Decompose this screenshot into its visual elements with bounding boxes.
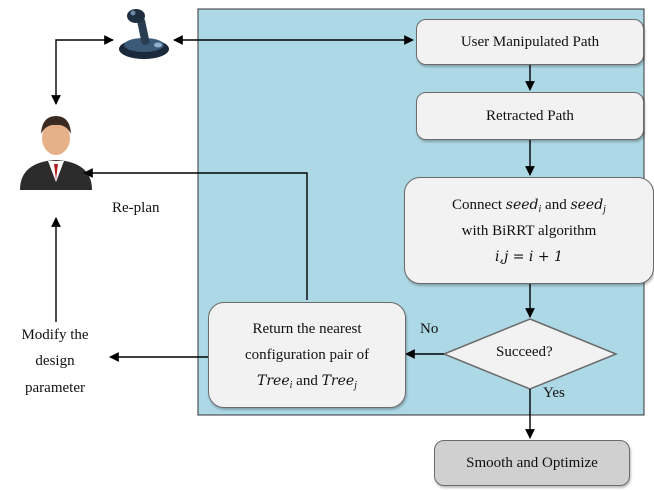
smooth-optimize-box: Smooth and Optimize (434, 440, 630, 486)
user-manipulated-path-box: User Manipulated Path (416, 19, 644, 65)
return-line-3: Treei and Treej (257, 373, 357, 391)
connect-equation: i,j = i + 1 (495, 248, 563, 265)
retracted-path-box: Retracted Path (416, 92, 644, 140)
no-label: No (420, 321, 439, 337)
smooth-optimize-label: Smooth and Optimize (466, 454, 598, 471)
connect-line-2: with BiRRT algorithm (461, 223, 597, 240)
modify-design-label: Modify the design parameter (21, 327, 89, 396)
retracted-path-label: Retracted Path (486, 107, 574, 124)
return-line-1: Return the nearest (252, 320, 362, 337)
return-nearest-box: Return the nearest configuration pair of… (208, 302, 406, 408)
connector-lines (51, 35, 535, 439)
user-avatar-icon (20, 116, 92, 190)
user-manipulated-path-label: User Manipulated Path (460, 33, 600, 50)
decision-label: Succeed? (496, 344, 553, 360)
joystick-icon (119, 9, 169, 59)
connect-line-1: Connect seedi and seedj (452, 196, 606, 215)
replan-label: Re-plan (112, 200, 160, 216)
return-line-2: configuration pair of (244, 346, 370, 363)
connect-seeds-box: Connect seedi and seedj with BiRRT algor… (404, 177, 654, 284)
yes-label: Yes (543, 385, 565, 401)
